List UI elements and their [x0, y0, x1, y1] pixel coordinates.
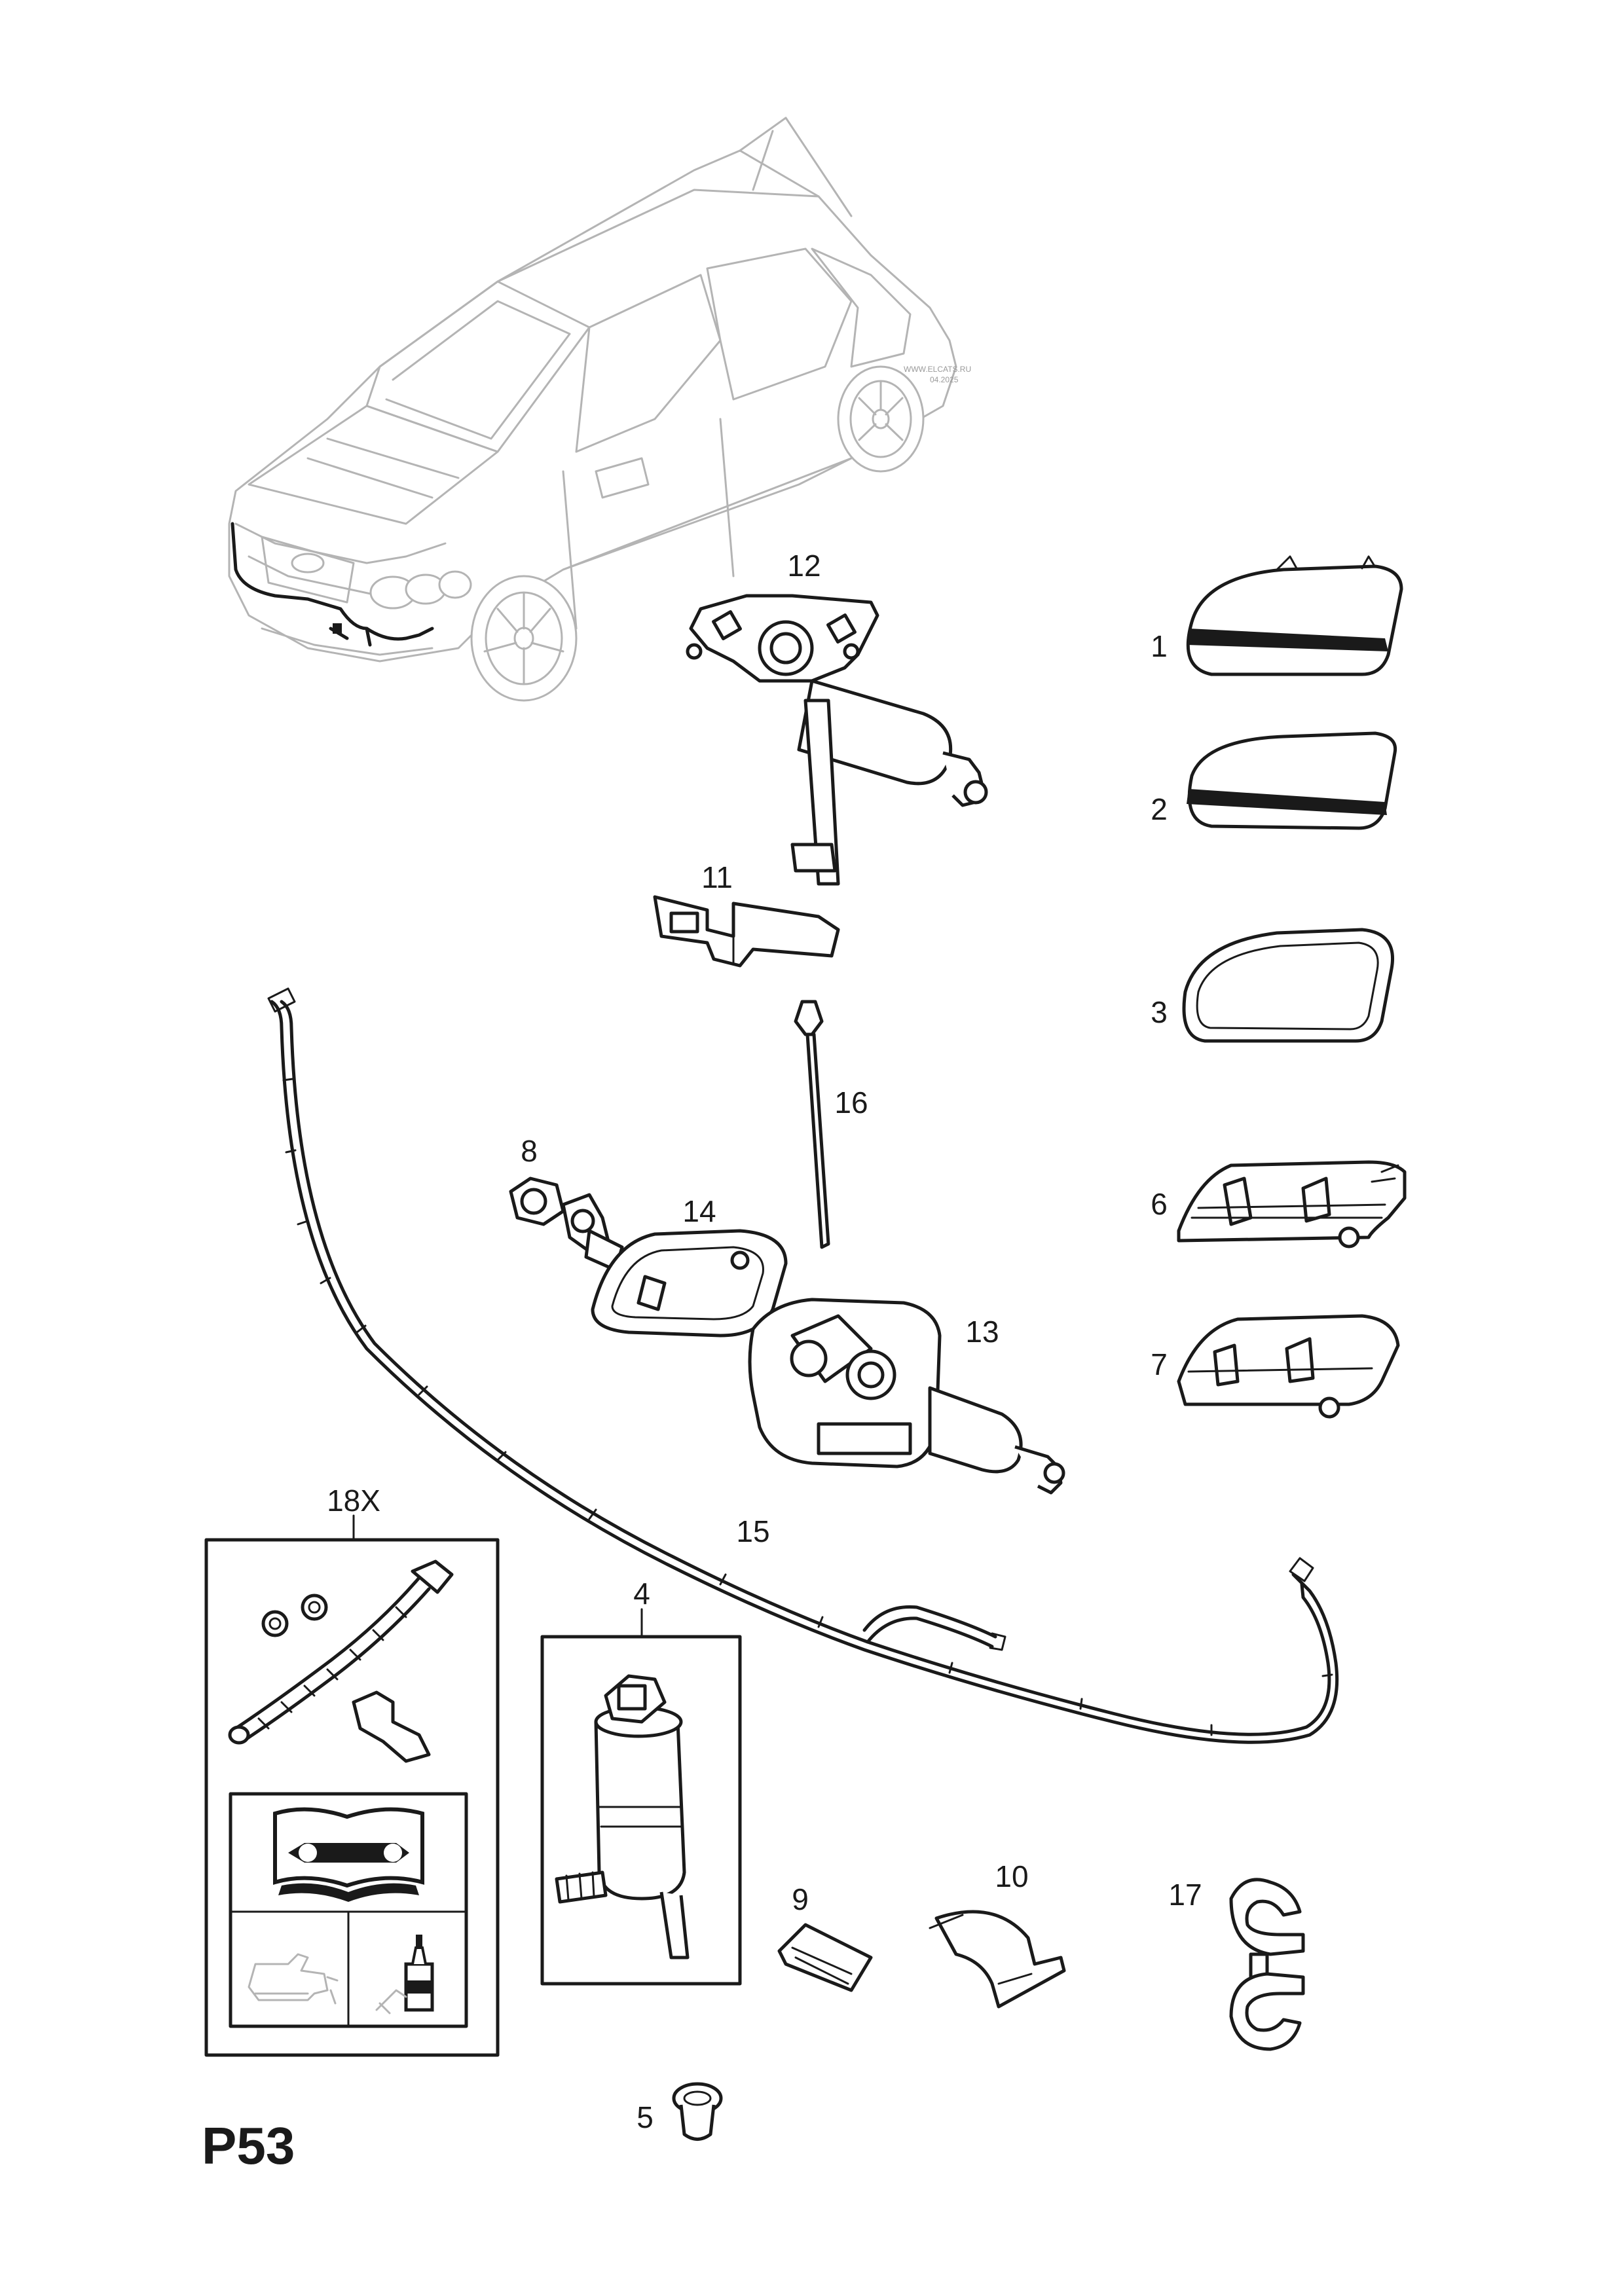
part-3-seal-ring: [1182, 928, 1394, 1043]
part-9-clip: [777, 1923, 873, 1992]
part-12-washer-pump-bracket: [686, 594, 988, 886]
callout-14: 14: [682, 1194, 716, 1228]
part-15-hose: [267, 987, 1339, 1744]
part-18x-repair-kit: [204, 1514, 500, 2057]
callout-11: 11: [701, 860, 733, 894]
watermark-date: 04.2025: [930, 375, 959, 384]
callout-2: 2: [1151, 792, 1168, 826]
sealant-bottle-icon: [375, 1935, 434, 2014]
callout-18x: 18X: [327, 1484, 380, 1518]
callout-17: 17: [1168, 1878, 1202, 1912]
callout-9: 9: [792, 1882, 809, 1916]
part-7-housing: [1177, 1314, 1400, 1419]
part-1-washer-cap: [1186, 555, 1403, 676]
callout-6: 6: [1151, 1187, 1168, 1221]
callout-16: 16: [834, 1085, 868, 1120]
part-2-washer-cap: [1187, 731, 1397, 830]
watermark-site: WWW.ELCATS.RU: [904, 365, 971, 374]
callout-4: 4: [633, 1576, 650, 1611]
oil-can-icon: [248, 1953, 339, 2005]
page-code: P53: [202, 2117, 295, 2175]
callout-5: 5: [637, 2100, 654, 2134]
part-16-cable-tie: [794, 1000, 830, 1249]
part-4-washer-pump: [540, 1608, 742, 1986]
callout-10: 10: [995, 1859, 1028, 1893]
callout-7: 7: [1151, 1347, 1168, 1381]
part-10-bracket-clip: [929, 1910, 1066, 2009]
vehicle-illustration: WWW.ELCATS.RU 04.2025: [228, 117, 971, 702]
part-14-nozzle-housing: [591, 1229, 788, 1338]
part-13-washer-jet-assembly: [748, 1298, 1065, 1495]
part-17-double-clip: [1229, 1878, 1305, 2051]
callout-13: 13: [965, 1315, 999, 1349]
callout-1: 1: [1151, 629, 1168, 663]
callout-15: 15: [736, 1514, 769, 1548]
callout-8: 8: [521, 1134, 538, 1168]
workshop-manual-icon: [273, 1807, 424, 1902]
part-8-nozzle-connector: [509, 1176, 624, 1272]
part-6-housing: [1177, 1160, 1407, 1248]
part-5-grommet: [672, 2082, 723, 2141]
part-11-bracket: [653, 895, 840, 968]
callout-12: 12: [787, 549, 821, 583]
callout-3: 3: [1151, 995, 1168, 1029]
